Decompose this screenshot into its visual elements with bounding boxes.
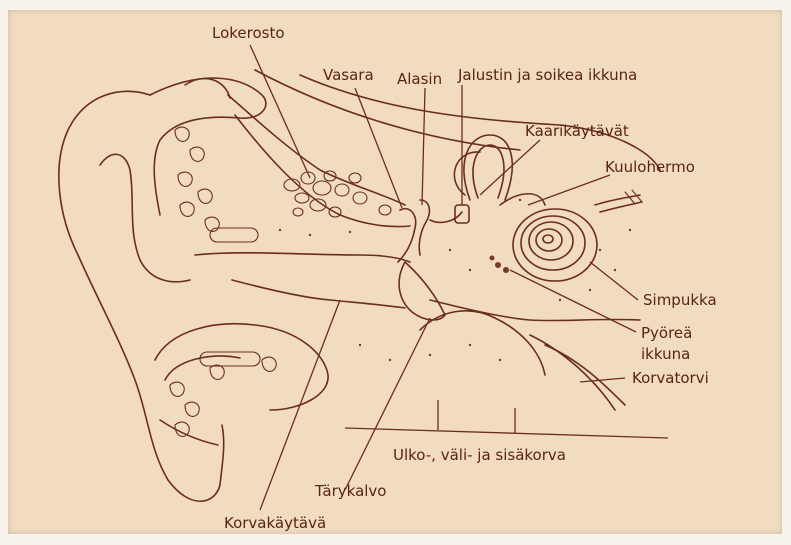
label-simpukka: Simpukka [643, 291, 717, 309]
label-ikkuna: ikkuna [641, 345, 690, 363]
semicircular-canals [454, 135, 545, 205]
cochlea-spiral [490, 209, 598, 281]
section-bracket [345, 400, 668, 438]
label-jalustin: Jalustin ja soikea ikkuna [457, 66, 637, 84]
label-kuulohermo: Kuulohermo [605, 158, 695, 176]
label-pyorea: Pyöreä [641, 324, 692, 342]
label-korva-osat: Ulko-, väli- ja sisäkorva [393, 446, 566, 464]
label-lokerosto: Lokerosto [212, 24, 285, 42]
auditory-nerve [595, 190, 642, 212]
label-kaarikaytavat: Kaarikäytävät [525, 122, 629, 140]
label-korvakaytava: Korvakäytävä [224, 514, 326, 532]
ossicles [398, 200, 469, 262]
eardrum-shape [399, 262, 445, 320]
label-vasara: Vasara [323, 66, 374, 84]
label-tarykalvo: Tärykalvo [314, 482, 386, 500]
label-alasin: Alasin [397, 70, 442, 88]
label-korvatorvi: Korvatorvi [632, 369, 709, 387]
bone-texture [279, 199, 631, 361]
ear-canal [195, 70, 660, 410]
